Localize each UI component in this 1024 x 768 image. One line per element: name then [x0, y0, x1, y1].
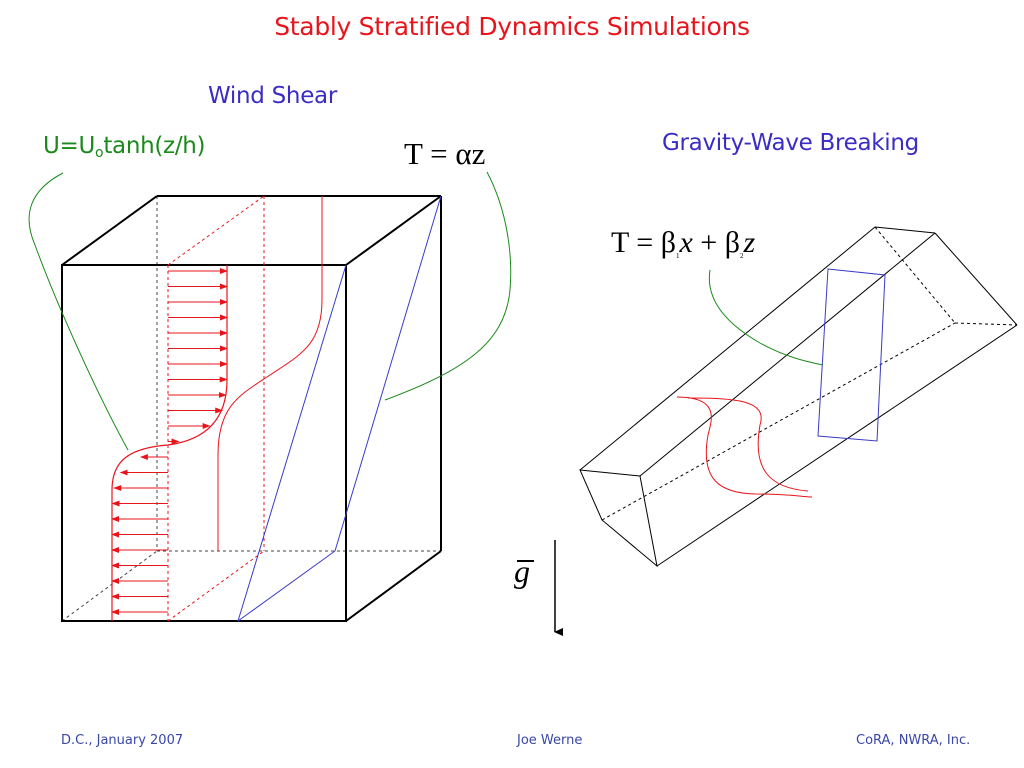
wave-formula-sub2: 2: [739, 252, 744, 260]
wind-shear-title: Wind Shear: [208, 83, 337, 109]
prism-hidden-far-bottom-edge: [954, 322, 1018, 326]
wave-formula-lead: T = β: [611, 226, 676, 259]
shear-temperature-formula: T = αz: [404, 136, 486, 171]
front-velocity-profile-curve: [111, 265, 228, 621]
isotherm-front-edge: [237, 264, 347, 622]
gravity-wave-prism: [579, 226, 1018, 568]
box-top-right-edge: [345, 195, 442, 266]
prism-top-left-edge: [579, 226, 876, 471]
wave-formula-x: x: [679, 226, 693, 259]
velocity-profile-formula: U=Uotanh(z/h): [43, 133, 206, 161]
slide-title: Stably Stratified Dynamics Simulations: [274, 12, 750, 41]
box-front-face: [61, 264, 347, 622]
prism-top-right-edge: [639, 232, 936, 477]
wave-formula-sub1: 1: [675, 252, 680, 260]
isotherm-back-edge: [334, 195, 442, 552]
isotherm-plane: [237, 195, 442, 622]
back-velocity-profile-curve: [217, 196, 323, 551]
footer-date: D.C., January 2007: [61, 733, 184, 748]
gravity-wave-title: Gravity-Wave Breaking: [662, 130, 919, 156]
wave-formula-mid: + β: [692, 226, 740, 259]
prism-far-right-edge: [934, 232, 1018, 326]
velocity-formula-subscript: o: [95, 145, 104, 161]
box-top-left-edge: [61, 195, 158, 266]
box-bottom-right-edge: [345, 550, 442, 622]
prism-hidden-bottom-edge: [601, 322, 956, 521]
velocity-formula-rest: tanh(z/h): [103, 133, 206, 159]
footer-author: Joe Werne: [517, 733, 583, 748]
wave-profile-curve-front: [676, 396, 813, 498]
wave-temperature-formula: T = β1x + β2z: [611, 226, 755, 260]
wave-isotherm-plane: [817, 268, 886, 442]
wind-shear-box: [61, 195, 442, 622]
wave-formula-leader: [708, 269, 824, 366]
temperature-formula-leader: [384, 171, 512, 401]
prism-near-end-face: [579, 469, 658, 568]
profile-plane-top-edge: [167, 195, 265, 266]
gravity-symbol-overbar: [517, 560, 534, 562]
prism-far-top-edge: [874, 226, 936, 234]
box-hidden-bottom-left-edge: [61, 550, 158, 622]
wave-profile-curve-back: [687, 397, 809, 492]
footer-organization: CoRA, NWRA, Inc.: [856, 733, 971, 748]
velocity-formula-lead: U=U: [43, 133, 96, 159]
gravity-symbol: g: [514, 553, 530, 589]
wave-formula-z: z: [743, 226, 756, 259]
velocity-formula-leader: [28, 172, 129, 451]
velocity-profile-plane: [111, 195, 323, 622]
velocity-arrows: [111, 268, 228, 615]
isotherm-bottom-edge: [237, 550, 336, 622]
wave-velocity-profile: [676, 396, 813, 498]
prism-bottom-edge: [656, 324, 1018, 567]
profile-plane-bottom-edge: [167, 550, 265, 622]
prism-hidden-far-edge: [874, 226, 956, 324]
